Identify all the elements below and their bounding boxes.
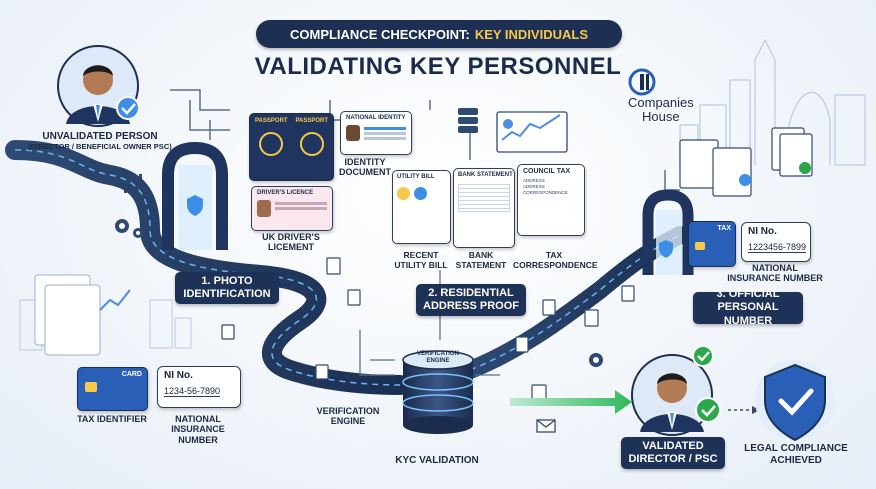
tax-card-left-label: CARD — [121, 371, 142, 378]
kyc-validation-label: KYC VALIDATION — [395, 455, 479, 466]
legal-compliance-label: LEGAL COMPLIANCE ACHIEVED — [744, 443, 848, 466]
companies-house-line2: House — [642, 108, 680, 124]
unvalidated-person-avatar — [57, 45, 140, 127]
companies-house-logo — [628, 68, 656, 96]
national-identity-label: NATIONAL IDENTITY — [346, 115, 406, 121]
gear-icon — [115, 219, 603, 367]
compliance-shield-icon — [755, 360, 835, 442]
server-icon — [458, 108, 478, 133]
bank-statement-title: BANK STATEMENT — [458, 172, 513, 178]
passport-crest-icon — [300, 132, 325, 156]
left-ni-card: NI No. 1234-56-7890 — [157, 366, 241, 408]
left-ni-value: 1234-56-7890 — [164, 386, 221, 397]
right-ni-caption: NATIONAL INSURANCE NUMBER — [727, 263, 823, 284]
tax-correspondence-label: TAX CORRESPONDENCE — [513, 250, 598, 270]
recent-utility-bill-label: RECENT UTILITY BILL — [394, 250, 448, 270]
council-tax-title: COUNCIL TAX — [523, 168, 571, 175]
left-ni-label: NI No. — [164, 370, 193, 381]
passport-card: PASSPORT PASSPORT — [249, 113, 334, 181]
right-ni-card: NI No. 1223456-7899 — [741, 222, 811, 262]
utility-bill-title: UTILITY BILL — [397, 174, 435, 180]
tax-identifier-label: TAX IDENTIFIER — [77, 414, 147, 424]
identity-document-label: IDENTITY DOCUMENT — [339, 157, 391, 178]
validated-director-badge: VALIDATED DIRECTOR / PSC — [621, 437, 725, 469]
uk-drivers-licence-label: UK DRIVER'S LICEMENT — [262, 232, 320, 253]
card-chip-icon — [695, 242, 705, 250]
council-tax-lines: ADDRESS ADDRESS CORRESPONDENCE — [523, 178, 568, 195]
drivers-licence-card: DRIVER'S LICENCE — [251, 186, 333, 231]
licence-photo-icon — [257, 200, 271, 218]
left-docs-decor — [34, 274, 131, 356]
water-drop-icon — [414, 187, 427, 201]
page-title: VALIDATING KEY PERSONNEL — [254, 53, 622, 80]
passport-label-left: PASSPORT — [255, 118, 288, 124]
gate-official-number — [642, 189, 694, 275]
card-chip-icon — [85, 382, 97, 392]
right-ni-value: 1223456-7899 — [748, 242, 807, 253]
unvalidated-person-label: UNVALIDATED PERSON (DIRECTOR / BENEFICIA… — [10, 131, 190, 151]
step3-official-personal-number: 3. OFFICIAL PERSONAL NUMBER — [693, 288, 803, 327]
success-flow-arrow — [510, 390, 632, 414]
companies-house-name: Companies House — [628, 96, 698, 123]
step1-photo-identification: 1. PHOTO IDENTIFICATION — [175, 272, 279, 304]
passport-crest-icon — [258, 132, 283, 156]
validated-director-avatar — [631, 345, 721, 436]
drivers-licence-label: DRIVER'S LICENCE — [257, 190, 314, 196]
id-photo-icon — [346, 125, 360, 142]
right-ni-label: NI No. — [748, 226, 777, 237]
envelope-icon — [536, 419, 556, 433]
bank-statement-label: BANK STATEMENT — [455, 250, 507, 270]
lightning-icon — [397, 187, 410, 201]
step2-residential-address-proof: 2. RESIDENTIAL ADDRESS PROOF — [416, 284, 526, 316]
council-tax-doc: COUNCIL TAX ADDRESS ADDRESS CORRESPONDEN… — [517, 164, 585, 236]
verification-engine-label: VERIFICATION ENGINE — [316, 406, 380, 427]
tax-card-right: TAX — [688, 221, 736, 267]
gate-photo-id — [162, 141, 228, 250]
unvalidated-person-subtitle: (DIRECTOR / BENEFICIAL OWNER PSC) — [28, 141, 172, 151]
badge-text: COMPLIANCE CHECKPOINT: — [289, 26, 470, 42]
left-ni-caption: NATIONAL INSURANCE NUMBER — [171, 414, 225, 445]
companies-house-line1: Companies — [628, 95, 694, 110]
badge-accent-text: KEY INDIVIDUALS — [474, 26, 588, 42]
floating-doc-icons — [221, 257, 635, 403]
tax-card-right-label: TAX — [717, 225, 731, 232]
dashboard-chart-icon — [496, 111, 568, 153]
tax-card-left: CARD — [77, 367, 148, 411]
compliance-checkpoint-badge: COMPLIANCE CHECKPOINT: KEY INDIVIDUALS — [256, 20, 622, 48]
national-identity-card: NATIONAL IDENTITY — [340, 111, 412, 155]
utility-bill-doc: UTILITY BILL — [392, 170, 451, 244]
kyc-database-icon — [402, 350, 474, 434]
bank-statement-doc: BANK STATEMENT — [453, 168, 515, 248]
unvalidated-person-title: UNVALIDATED PERSON — [42, 131, 158, 142]
kyc-drum-label: VERIFICATION ENGINE — [417, 351, 459, 364]
passport-label-right: PASSPORT — [295, 118, 328, 124]
certificate-docs — [679, 127, 813, 197]
